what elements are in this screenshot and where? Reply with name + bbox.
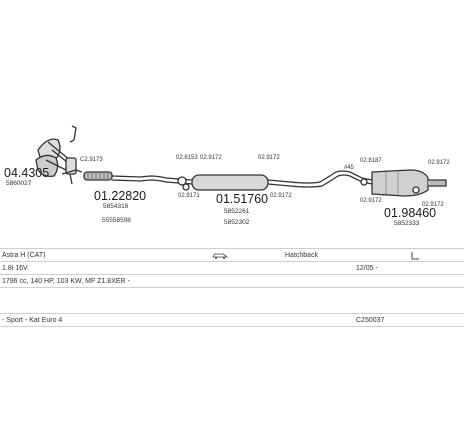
part6-oem: 5852333: [394, 220, 420, 227]
kit-code: C250037: [356, 317, 385, 324]
part4-oem1: 5852261: [224, 208, 250, 215]
info-row-notes: - Sport - Kat Euro 4 C250037: [0, 313, 464, 327]
info-row-end: [0, 326, 464, 340]
exhaust-diagram: 04.4305 5860027 C2.9173 01.22820 5854316…: [4, 125, 450, 227]
engine-spec: 1796 cc, 140 HP, 103 KW, MF Z1.8XER -: [2, 278, 130, 285]
part2-oem1: 5854316: [103, 203, 129, 210]
front-pipe-part: [61, 169, 167, 183]
part3-ref-c: 02.9171: [178, 193, 200, 199]
info-row-blank: [0, 287, 464, 301]
production-date: 12/05 -: [356, 265, 378, 272]
rear-silencer-part: [349, 169, 447, 197]
part1-code: 04.4305: [4, 166, 49, 180]
part2-code: 01.22820: [94, 189, 146, 203]
part4-oem2: 5852302: [224, 219, 250, 226]
model-name: Astra H (CAT): [2, 252, 46, 259]
part1-ref: C2.9173: [80, 157, 103, 163]
body-type: Hatchback: [285, 252, 319, 259]
part6-code: 01.98460: [384, 206, 436, 220]
part3-ref-a: 02.8153: [176, 155, 198, 161]
part3-ref-b: 02.9172: [200, 155, 222, 161]
middle-silencer-part: [165, 170, 351, 191]
notes: - Sport - Kat Euro 4: [2, 317, 63, 324]
part5-ref-c: 02.9172: [428, 160, 450, 166]
part2-oem2: 55558598: [102, 217, 131, 224]
info-row-engine: 1.8i 16V 12/05 -: [0, 261, 464, 275]
engine: 1.8i 16V: [2, 265, 28, 272]
part5-ref-a: #45: [344, 165, 355, 171]
info-row-spec: 1796 cc, 140 HP, 103 KW, MF Z1.8XER -: [0, 274, 464, 288]
part1-oem: 5860027: [6, 180, 32, 187]
car-side-icon: [212, 253, 228, 259]
part4-ref-a: 02.9172: [258, 155, 280, 161]
part5-ref-e: 02.9172: [422, 202, 444, 208]
part4-ref-b: 02.9172: [270, 193, 292, 199]
part5-ref-d: 02.9172: [360, 198, 382, 204]
part4-code: 01.51760: [216, 192, 268, 206]
manifold-catalyst-part: [35, 125, 77, 185]
info-row-model: Astra H (CAT) Hatchback: [0, 248, 464, 262]
part5-ref-b: 02.8187: [360, 158, 382, 164]
corner-bracket-icon: [411, 252, 419, 260]
